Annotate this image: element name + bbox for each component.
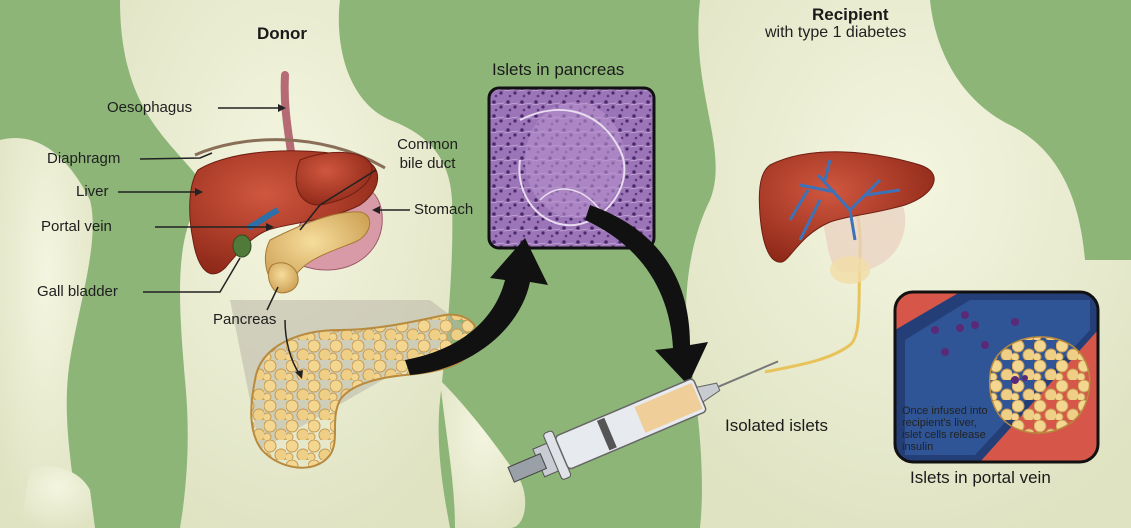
caption-islets-in-pancreas: Islets in pancreas (492, 60, 624, 80)
label-gall-bladder: Gall bladder (37, 283, 118, 300)
infusion-note: Once infused into recipient's liver, isl… (902, 405, 997, 453)
label-oesophagus: Oesophagus (107, 99, 192, 116)
label-portal-vein: Portal vein (41, 218, 112, 235)
donor-title: Donor (257, 24, 307, 44)
label-common-bile-duct: Common bile duct (385, 135, 470, 173)
label-diaphragm: Diaphragm (47, 150, 120, 167)
label-stomach: Stomach (414, 201, 473, 218)
label-pancreas: Pancreas (213, 311, 276, 328)
label-liver: Liver (76, 183, 109, 200)
caption-isolated-islets: Isolated islets (725, 416, 828, 436)
caption-islets-in-portal-vein: Islets in portal vein (910, 468, 1051, 488)
recipient-subtitle: with type 1 diabetes (765, 24, 906, 42)
recipient-title: Recipient (812, 5, 889, 25)
histology-tile (489, 88, 654, 248)
